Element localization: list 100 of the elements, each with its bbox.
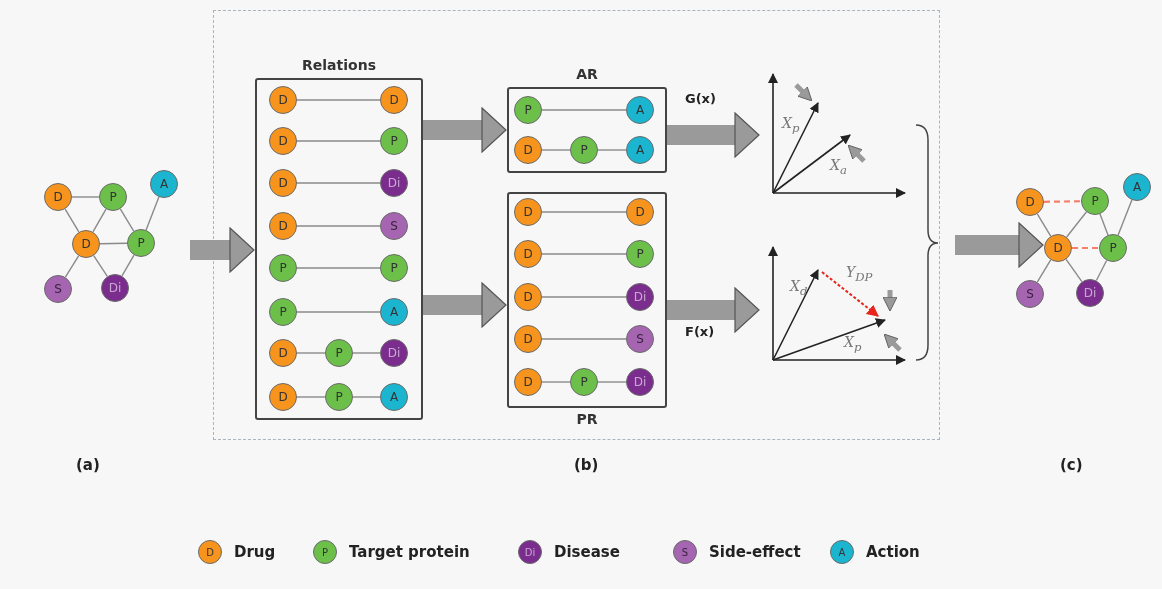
connector-line [64,208,80,233]
block-arrow [667,287,760,333]
connector-line [541,296,627,298]
dashed-connector [1072,246,1099,250]
legend-label: Disease [554,542,620,562]
connector-line [541,109,627,111]
connector-line [296,225,381,227]
connector-line [99,242,128,245]
connector-line [352,352,381,354]
protein-node: P [380,127,408,155]
connector-line [1065,211,1088,238]
connector-line [1065,258,1083,283]
vector-label: X$_{p}$ [782,115,800,136]
edge-label: G(x) [683,91,718,106]
protein-node: P [570,368,598,396]
protein-node: P [269,254,297,282]
protein-node: P [269,298,297,326]
disease-node: Di [626,368,654,396]
action-node: A [626,136,654,164]
connector-line [541,338,627,340]
protein-node: P [514,96,542,124]
drug-node: D [44,183,72,211]
drug-node: D [514,283,542,311]
vector-label: Y$_{DP}$ [846,264,873,285]
block-arrow [423,282,507,328]
panel-title: PR [575,410,599,428]
drug-node: D [514,368,542,396]
disease-node: Di [101,274,129,302]
block-arrow [190,227,255,273]
legend-swatch: D [198,540,222,564]
connector-line [541,211,627,213]
vector-label: X$_{p}$ [844,334,862,355]
connector-line [92,208,107,233]
connector-line [296,182,381,184]
connector-line [121,254,135,277]
legend-swatch: S [673,540,697,564]
protein-node: P [325,339,353,367]
connector-line [71,196,100,198]
drug-node: D [380,86,408,114]
connector-line [296,311,381,313]
side-effect-node: S [626,325,654,353]
connector-line [1099,213,1109,236]
action-node: A [1123,173,1151,201]
disease-node: Di [380,339,408,367]
protein-node: P [1099,234,1127,262]
dashed-connector [1044,200,1081,203]
block-arrow [667,112,760,158]
legend-label: Side-effect [709,542,801,562]
disease-node: Di [626,283,654,311]
connector-line [1036,213,1052,237]
side-effect-node: S [380,212,408,240]
legend-label: Drug [234,542,276,562]
drug-node: D [269,127,297,155]
action-node: A [380,383,408,411]
drug-node: D [269,383,297,411]
connector-line [64,255,80,278]
connector-line [1036,259,1052,283]
drug-node: D [514,198,542,226]
drug-node: D [514,240,542,268]
vector-label: X$_{d}$ [790,278,808,299]
protein-node: P [127,229,155,257]
drug-node: D [1044,234,1072,262]
action-node: A [626,96,654,124]
drug-node: D [72,230,100,258]
drug-node: D [269,339,297,367]
connector-line [1095,259,1108,282]
connector-line [93,255,108,277]
drug-node: D [514,136,542,164]
legend-label: Target protein [349,542,470,562]
action-node: A [150,170,178,198]
protein-node: P [626,240,654,268]
connector-line [541,253,627,255]
connector-line [296,267,381,269]
panel-title: AR [575,65,599,83]
connector-line [352,396,381,398]
connector-line [1117,199,1133,236]
connector-line [541,149,571,151]
legend-swatch: Di [518,540,542,564]
protein-node: P [99,183,127,211]
connector-line [541,381,571,383]
connector-line [145,196,160,231]
action-node: A [380,298,408,326]
connector-line [296,140,381,142]
connector-line [296,99,381,101]
side-effect-node: S [44,275,72,303]
drug-node: D [1016,188,1044,216]
drug-node: D [269,212,297,240]
block-arrow [423,107,507,153]
drug-node: D [269,86,297,114]
drug-node: D [514,325,542,353]
side-effect-node: S [1016,280,1044,308]
protein-node: P [325,383,353,411]
disease-node: Di [1076,279,1104,307]
legend-label: Action [866,542,920,562]
block-arrow [955,222,1044,268]
panel-label: (a) [76,456,100,474]
protein-node: P [380,254,408,282]
legend-swatch: P [313,540,337,564]
connector-line [119,208,135,232]
drug-node: D [269,169,297,197]
